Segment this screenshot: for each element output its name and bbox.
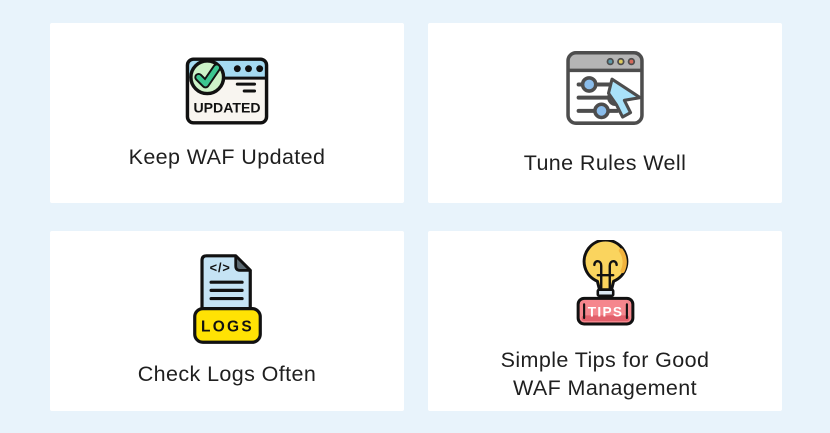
slider-handle-3: [593, 102, 610, 120]
tips-badge-text: TIPS: [587, 305, 623, 320]
window-dots-icon: [233, 65, 264, 73]
browser-outline: [185, 57, 269, 125]
card-label: Keep WAF Updated: [129, 144, 326, 171]
card-label-line: Tune Rules Well: [523, 150, 687, 175]
checkmark-icon: [196, 65, 220, 87]
text-lines: [235, 83, 257, 93]
card-label-line: WAF Management: [512, 375, 698, 400]
cursor-icon: [606, 77, 642, 119]
browser-updated-check-icon: UPDATED: [184, 54, 270, 128]
bulb: [582, 240, 628, 292]
logs-badge: [192, 306, 262, 344]
card-label: Simple Tips for Good WAF Management: [501, 347, 710, 401]
browser-updated-check-svg: UPDATED: [185, 57, 269, 125]
bulb-base: [596, 288, 614, 298]
tips-badge-shade: [581, 315, 629, 322]
card-keep-waf-updated: UPDATED Keep WAF Updated: [50, 23, 404, 203]
code-glyph: </>: [209, 260, 230, 275]
tips-badge-brackets: [582, 303, 628, 320]
text-lines: [209, 280, 244, 301]
code-document-logs-svg: </> LOGS: [192, 254, 262, 344]
bulb-shade: [618, 248, 627, 274]
code-document-logs-icon: </> LOGS: [192, 254, 263, 345]
traffic-dots-icon: [606, 57, 636, 66]
paper-fold: [233, 254, 252, 272]
card-label-line: Simple Tips for Good: [500, 348, 710, 373]
lightbulb-tips-icon: TIPS: [573, 240, 638, 331]
lightbulb-tips-svg: TIPS: [576, 240, 634, 326]
browser-outline: [566, 50, 644, 125]
logs-badge-text: LOGS: [201, 318, 254, 335]
card-label: Check Logs Often: [138, 361, 317, 388]
updated-badge-text: UPDATED: [193, 101, 260, 116]
card-tune-rules-well: Tune Rules Well: [428, 23, 782, 203]
card-label-line: Keep WAF Updated: [128, 145, 326, 170]
card-simple-tips: TIPS Simple Tips for Good WAF Management: [428, 231, 782, 411]
card-label-line: Check Logs Often: [137, 361, 317, 386]
browser-sliders-cursor-svg: [566, 50, 644, 125]
card-check-logs-often: </> LOGS Check Logs Often: [50, 231, 404, 411]
browser-header: [568, 52, 642, 71]
card-label: Tune Rules Well: [524, 150, 687, 177]
slider-handle-1: [580, 76, 598, 93]
browser-sliders-cursor-icon: [561, 49, 649, 134]
filament-icon: [592, 260, 618, 290]
